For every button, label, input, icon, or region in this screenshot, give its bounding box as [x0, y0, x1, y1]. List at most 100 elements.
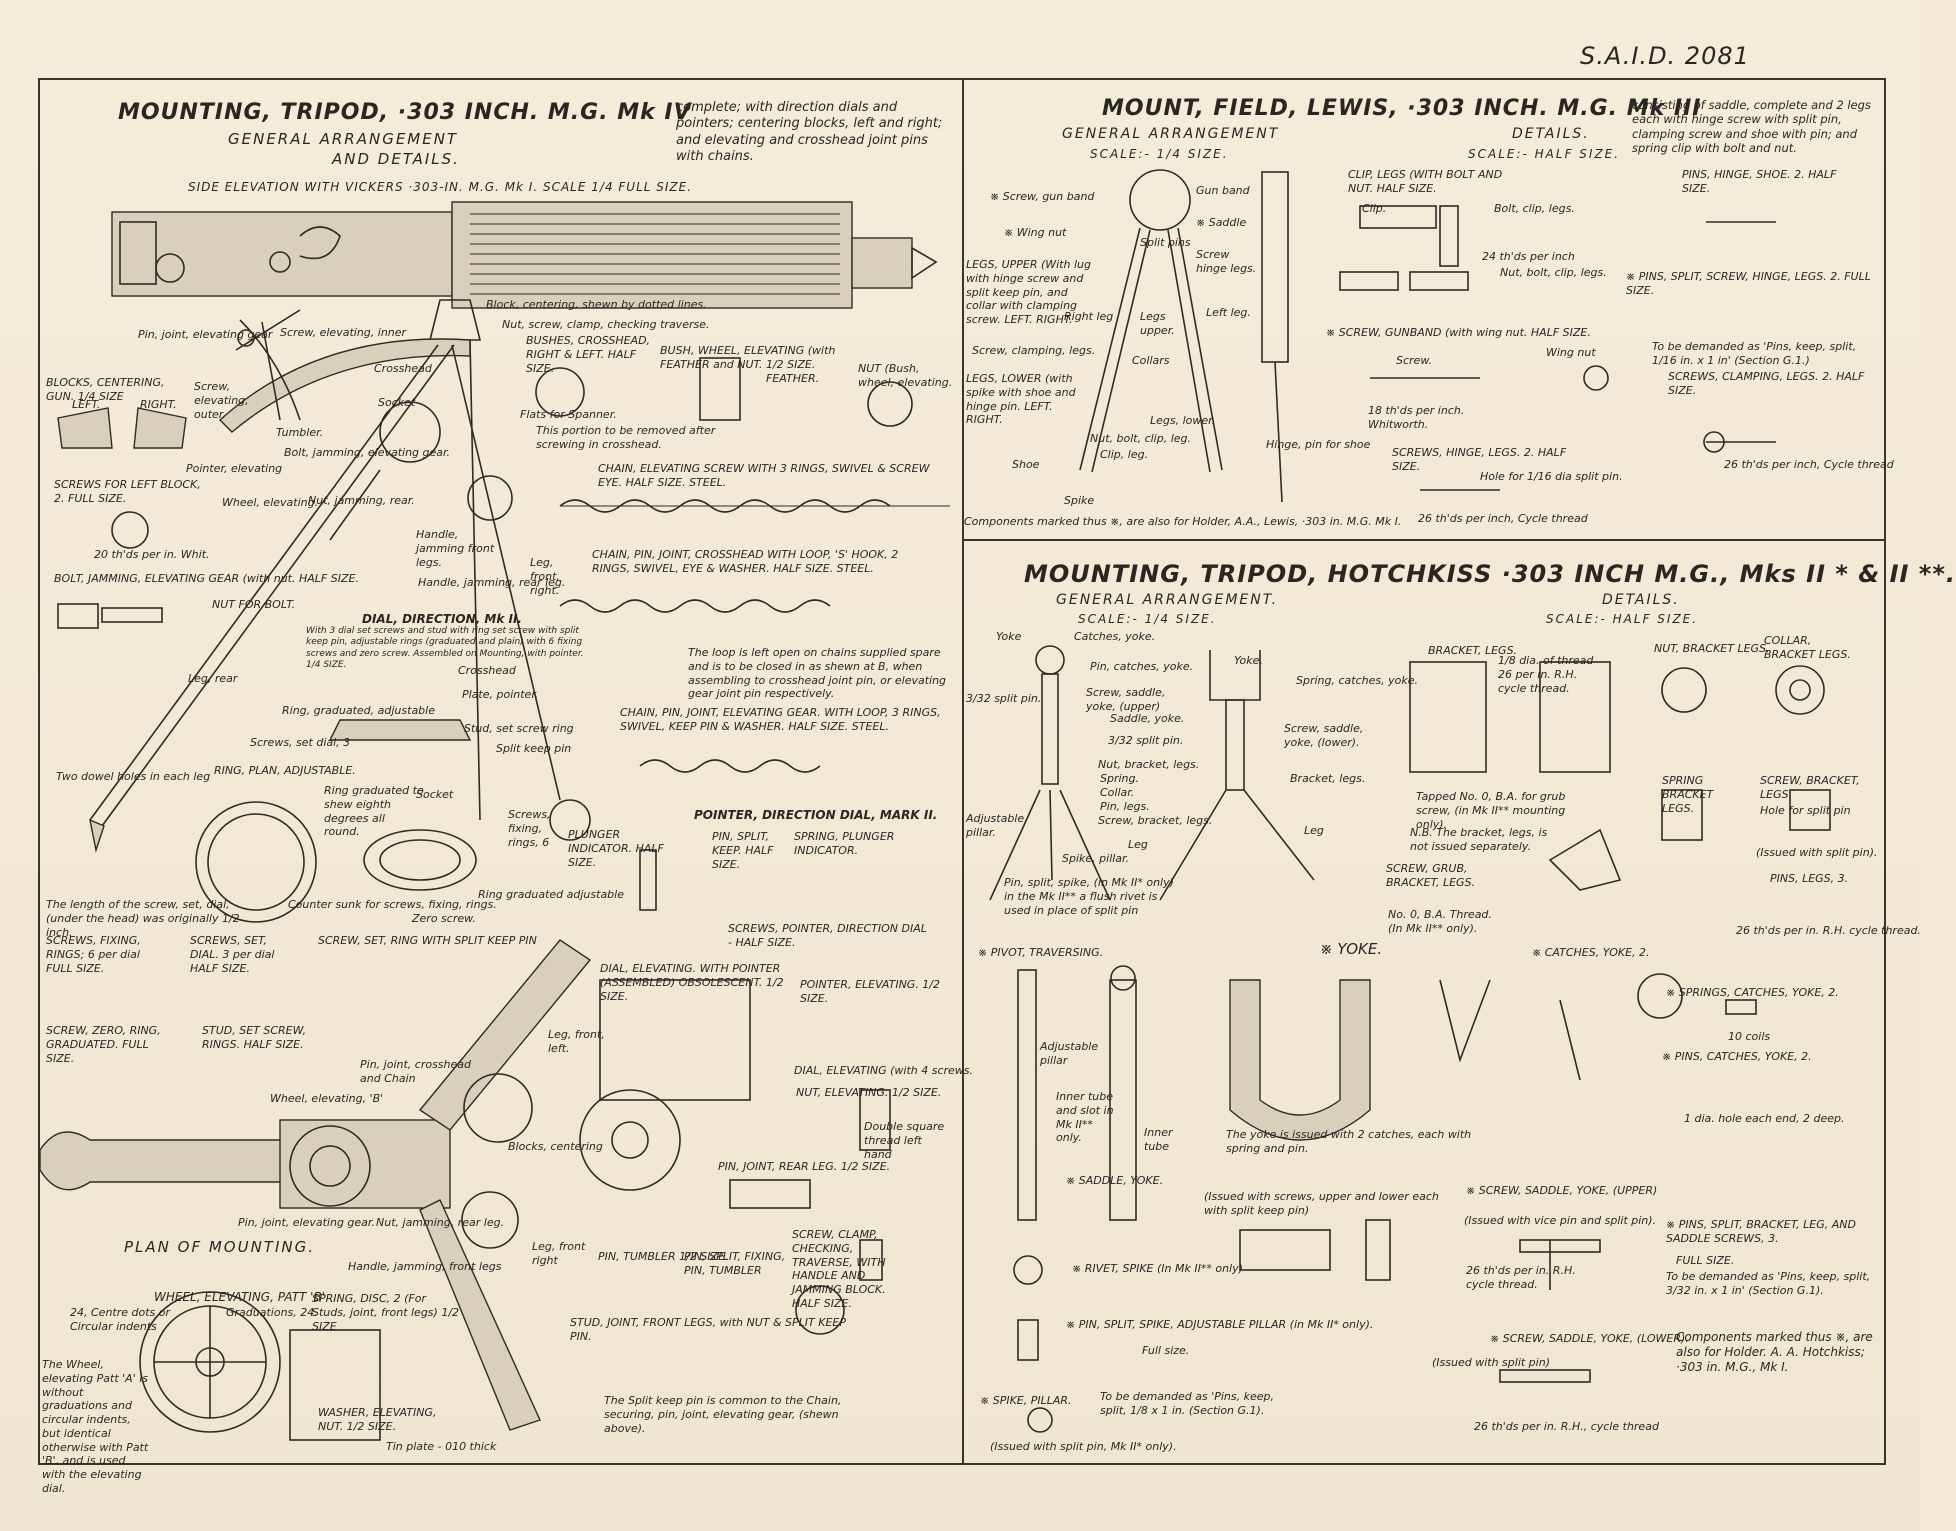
label: Pin, joint, elevating gear: [138, 328, 273, 341]
label: Ring graduated to shew eighth degrees al…: [324, 784, 424, 839]
label: Hinge, pin for shoe: [1266, 438, 1371, 451]
label: Clip.: [1362, 202, 1387, 215]
label: To be demanded as 'Pins, keep, split, 3/…: [1666, 1270, 1871, 1297]
label: (Issued with split pin, Mk II* only).: [990, 1440, 1177, 1453]
label: Hole for 1/16 dia split pin.: [1480, 470, 1623, 483]
label: BLOCKS, CENTERING, GUN. 1/4 SIZE: [46, 376, 165, 403]
label: LEGS, LOWER (with spike with shoe and hi…: [966, 372, 1076, 427]
label: Socket: [416, 788, 454, 801]
label: 1 dia. hole each end, 2 deep.: [1684, 1112, 1845, 1125]
label: PLUNGER INDICATOR. HALF SIZE.: [568, 828, 664, 869]
left-title: MOUNTING, TRIPOD, ·303 INCH. M.G. Mk IV: [118, 100, 692, 125]
label: SCREWS, HINGE, LEGS. 2. HALF SIZE.: [1392, 446, 1567, 473]
label: Gun band: [1196, 184, 1250, 197]
label: Catches, yoke.: [1074, 630, 1156, 643]
label: WASHER, ELEVATING, NUT. 1/2 SIZE.: [318, 1406, 437, 1433]
label: Wheel, elevating, 'B': [270, 1092, 384, 1105]
label: Graduations, 24.: [226, 1306, 318, 1319]
label: Yoke.: [1234, 654, 1263, 667]
label: NUT FOR BOLT.: [212, 598, 296, 611]
label: Yoke: [996, 630, 1022, 643]
label: Leg, front, right.: [530, 556, 560, 597]
label: Pin, split, spike, (in Mk II* only) in t…: [1004, 876, 1174, 917]
label: SCREW, CLAMP, CHECKING, TRAVERSE, WITH H…: [792, 1228, 886, 1310]
lewis-details-scale: SCALE:- HALF SIZE.: [1468, 147, 1621, 161]
label: SCREW, GRUB, BRACKET, LEGS.: [1386, 862, 1476, 889]
label: PIN, SPLIT, FIXING, PIN, TUMBLER: [684, 1250, 786, 1277]
label: Shoe: [1012, 458, 1040, 471]
label: With 3 dial set screws and stud with rin…: [306, 626, 584, 670]
label: COLLAR, BRACKET LEGS.: [1764, 634, 1851, 661]
label: ※ SPRINGS, CATCHES, YOKE, 2.: [1666, 986, 1839, 999]
lewis-title: MOUNT, FIELD, LEWIS, ·303 INCH. M.G. Mk …: [1102, 96, 1702, 121]
label: 20 th'ds per in. Whit.: [94, 548, 210, 561]
label: Nut, bracket, legs.: [1098, 758, 1200, 771]
label: Screw, saddle, yoke, (upper): [1086, 686, 1166, 713]
label: BUSHES, CROSSHEAD, RIGHT & LEFT. HALF SI…: [526, 334, 651, 375]
label: Nut, bolt, clip, leg.: [1090, 432, 1192, 445]
label: Stud, set screw ring: [464, 722, 574, 735]
label: ※ Screw, gun band: [990, 190, 1095, 203]
label: Spring.: [1100, 772, 1139, 785]
label: (Issued with screws, upper and lower eac…: [1204, 1190, 1439, 1217]
label: Spike, pillar.: [1062, 852, 1130, 865]
label: BOLT, JAMMING, ELEVATING GEAR (with nut.…: [54, 572, 359, 585]
label: Full size.: [1142, 1344, 1190, 1357]
label: PINS, LEGS, 3.: [1770, 872, 1849, 885]
hotchkiss-footnote: Components marked thus ※, are also for H…: [1676, 1330, 1873, 1374]
label: Bolt, jamming, elevating gear.: [284, 446, 451, 459]
label: Leg: [1304, 824, 1324, 837]
label: SCREWS FOR LEFT BLOCK, 2. FULL SIZE.: [54, 478, 201, 505]
label: Legs, lower.: [1150, 414, 1216, 427]
label: ※ PINS, SPLIT, SCREW, HINGE, LEGS. 2. FU…: [1626, 270, 1871, 297]
label: ※ PIN, SPLIT, SPIKE, ADJUSTABLE PILLAR (…: [1066, 1318, 1374, 1331]
label: Adjustable pillar: [1040, 1040, 1099, 1067]
left-title-note: complete; with direction dials and point…: [676, 100, 943, 164]
label: Double square thread left hand: [864, 1120, 945, 1161]
label: Wheel, elevating.: [222, 496, 319, 509]
label: SCREW, SET, RING WITH SPLIT KEEP PIN: [318, 934, 537, 947]
label: Inner tube and slot in Mk II** only.: [1056, 1090, 1114, 1145]
label: ※ PINS, CATCHES, YOKE, 2.: [1662, 1050, 1812, 1063]
label: Nut, screw, clamp, checking traverse.: [502, 318, 710, 331]
label: Pin, catches, yoke.: [1090, 660, 1194, 673]
label: NUT, ELEVATING. 1/2 SIZE.: [796, 1086, 942, 1099]
label: RING, PLAN, ADJUSTABLE.: [214, 764, 356, 777]
label: Inner tube: [1144, 1126, 1173, 1153]
label: Crosshead: [458, 664, 516, 677]
label: STUD, JOINT, FRONT LEGS, with NUT & SPLI…: [570, 1316, 847, 1343]
label: Split pins: [1140, 236, 1191, 249]
label: Two dowel holes in each leg: [56, 770, 211, 783]
label: (Issued with vice pin and split pin).: [1464, 1214, 1657, 1227]
label: Bolt, clip, legs.: [1494, 202, 1575, 215]
label: Ring, graduated, adjustable: [282, 704, 435, 717]
label: ※ Wing nut: [1004, 226, 1067, 239]
label: ※ SCREW, GUNBAND (with wing nut. HALF SI…: [1326, 326, 1591, 339]
label: SPRING, DISC, 2 (For Studs, joint, front…: [312, 1292, 460, 1333]
label: STUD, SET SCREW, RINGS. HALF SIZE.: [202, 1024, 307, 1051]
label: Screw hinge legs.: [1196, 248, 1257, 275]
label: ※ RIVET, SPIKE (In Mk II** only): [1072, 1262, 1243, 1275]
label: SPRING, PLUNGER INDICATOR.: [794, 830, 895, 857]
label: Pin, legs.: [1100, 800, 1150, 813]
label: Bracket, legs.: [1290, 772, 1366, 785]
plan-heading: PLAN OF MOUNTING.: [124, 1238, 316, 1256]
label: Hole for split pin: [1760, 804, 1851, 817]
label: Plate, pointer.: [462, 688, 539, 701]
label: Leg, front, left.: [548, 1028, 605, 1055]
label: Nut, jamming, rear.: [308, 494, 415, 507]
label: PINS, HINGE, SHOE. 2. HALF SIZE.: [1682, 168, 1837, 195]
label: Screw, clamping, legs.: [972, 344, 1096, 357]
label: Screw, elevating, inner: [280, 326, 407, 339]
label: Pin, joint, crosshead and Chain: [360, 1058, 471, 1085]
label: Zero screw.: [412, 912, 476, 925]
label: ※ SCREW, SADDLE, YOKE, (UPPER): [1466, 1184, 1658, 1197]
label: Handle, jamming, rear leg.: [418, 576, 566, 589]
label: 26 th'ds per inch, Cycle thread: [1418, 512, 1588, 525]
label: Tin plate - 010 thick: [386, 1440, 497, 1453]
label: CHAIN, PIN, JOINT, ELEVATING GEAR. WITH …: [620, 706, 941, 733]
label: NUT, BRACKET LEGS.: [1654, 642, 1770, 655]
label: To be demanded as 'Pins, keep, split, 1/…: [1100, 1390, 1275, 1417]
label: LEFT.: [72, 398, 101, 411]
label: CLIP, LEGS (WITH BOLT AND NUT. HALF SIZE…: [1348, 168, 1503, 195]
